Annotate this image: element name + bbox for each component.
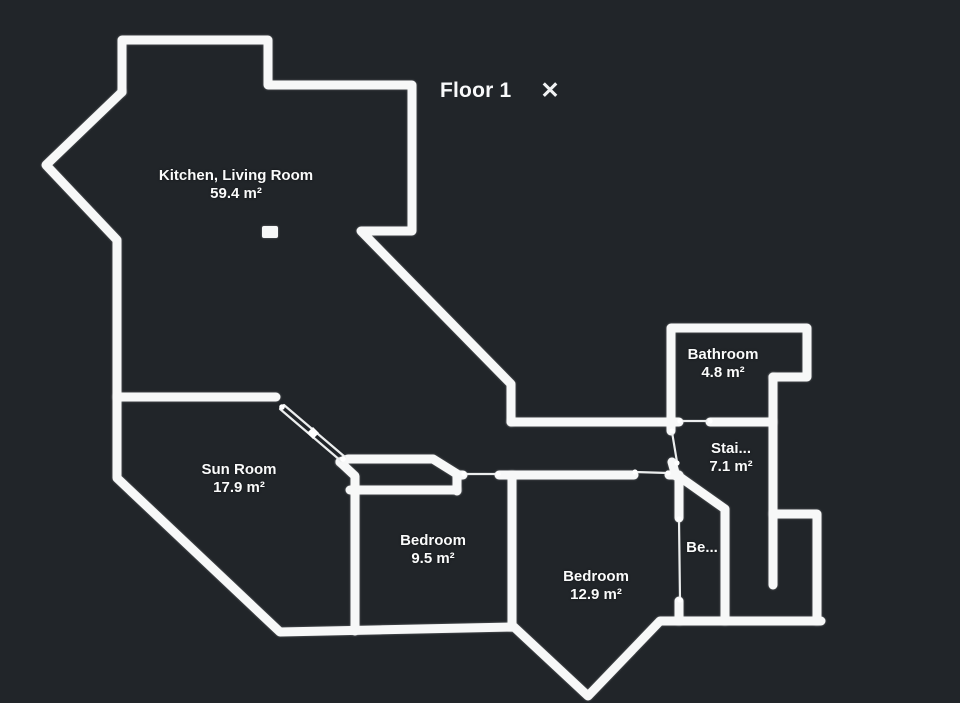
- door-endpoint-dot: [669, 428, 675, 434]
- window-endpoint-dot: [340, 456, 346, 462]
- room-name: Bedroom: [400, 532, 466, 549]
- door-endpoints-layer: [279, 404, 713, 603]
- close-icon[interactable]: ✕: [540, 77, 560, 103]
- room-name: Sun Room: [201, 461, 277, 478]
- door-endpoint-dot: [707, 418, 713, 424]
- door-endpoint-dot: [632, 469, 638, 475]
- room-name: Bedroom: [563, 568, 629, 585]
- room-label-bathroom: Bathroom 4.8 m²: [688, 346, 759, 381]
- wall-bedroom3-right: [672, 470, 730, 626]
- room-label-bedroom-1: Bedroom 9.5 m²: [400, 532, 466, 567]
- wall-stair-right: [768, 509, 822, 626]
- floor-title: Floor 1: [440, 79, 512, 102]
- door-endpoint-dot: [677, 597, 683, 603]
- window-midpoint-diamond: [307, 427, 319, 439]
- room-name: Stai...: [710, 440, 752, 457]
- doors-layer: [278, 403, 712, 602]
- door-endpoint-dot: [676, 516, 682, 522]
- room-area: 7.1 m²: [709, 457, 753, 475]
- room-area: 59.4 m²: [210, 184, 262, 202]
- door-bedroom2: [633, 470, 670, 475]
- room-label-kitchen-living-room: Kitchen, Living Room 59.4 m²: [159, 167, 313, 202]
- wall-kitchen-outline: [117, 35, 516, 427]
- room-area: 4.8 m²: [701, 363, 745, 381]
- walls-layer: [41, 35, 826, 701]
- door-endpoint-dot: [674, 460, 680, 466]
- room-name: Be...: [686, 539, 718, 556]
- room-name: Kitchen, Living Room: [158, 167, 314, 184]
- door-endpoint-dot: [461, 471, 467, 477]
- room-label-sun-room: Sun Room 17.9 m²: [202, 461, 277, 496]
- wall-stairdoor-nub-bottom: [667, 457, 681, 481]
- door-bedroom3: [677, 517, 682, 602]
- window-endpoint-dot: [279, 404, 285, 410]
- room-area: 17.9 m²: [213, 478, 265, 496]
- room-area: 12.9 m²: [570, 585, 622, 603]
- room-label-bedroom-3: Be...: [686, 539, 718, 557]
- door-endpoint-dot: [495, 471, 501, 477]
- room-name: Bathroom: [687, 346, 759, 363]
- room-area: 9.5 m²: [411, 549, 455, 567]
- room-label-staircase: Stai... 7.1 m²: [709, 440, 752, 475]
- wall-outer-left-bottom: [41, 87, 826, 701]
- room-label-bedroom-2: Bedroom 12.9 m²: [563, 568, 629, 603]
- door-staircase: [670, 430, 679, 464]
- wall-sunroom-right: [335, 457, 360, 636]
- wall-bathroom: [666, 323, 812, 427]
- door-endpoint-dot: [665, 470, 671, 476]
- door-endpoint-dot: [677, 418, 683, 424]
- wall-fragment-kitchen: [262, 226, 278, 238]
